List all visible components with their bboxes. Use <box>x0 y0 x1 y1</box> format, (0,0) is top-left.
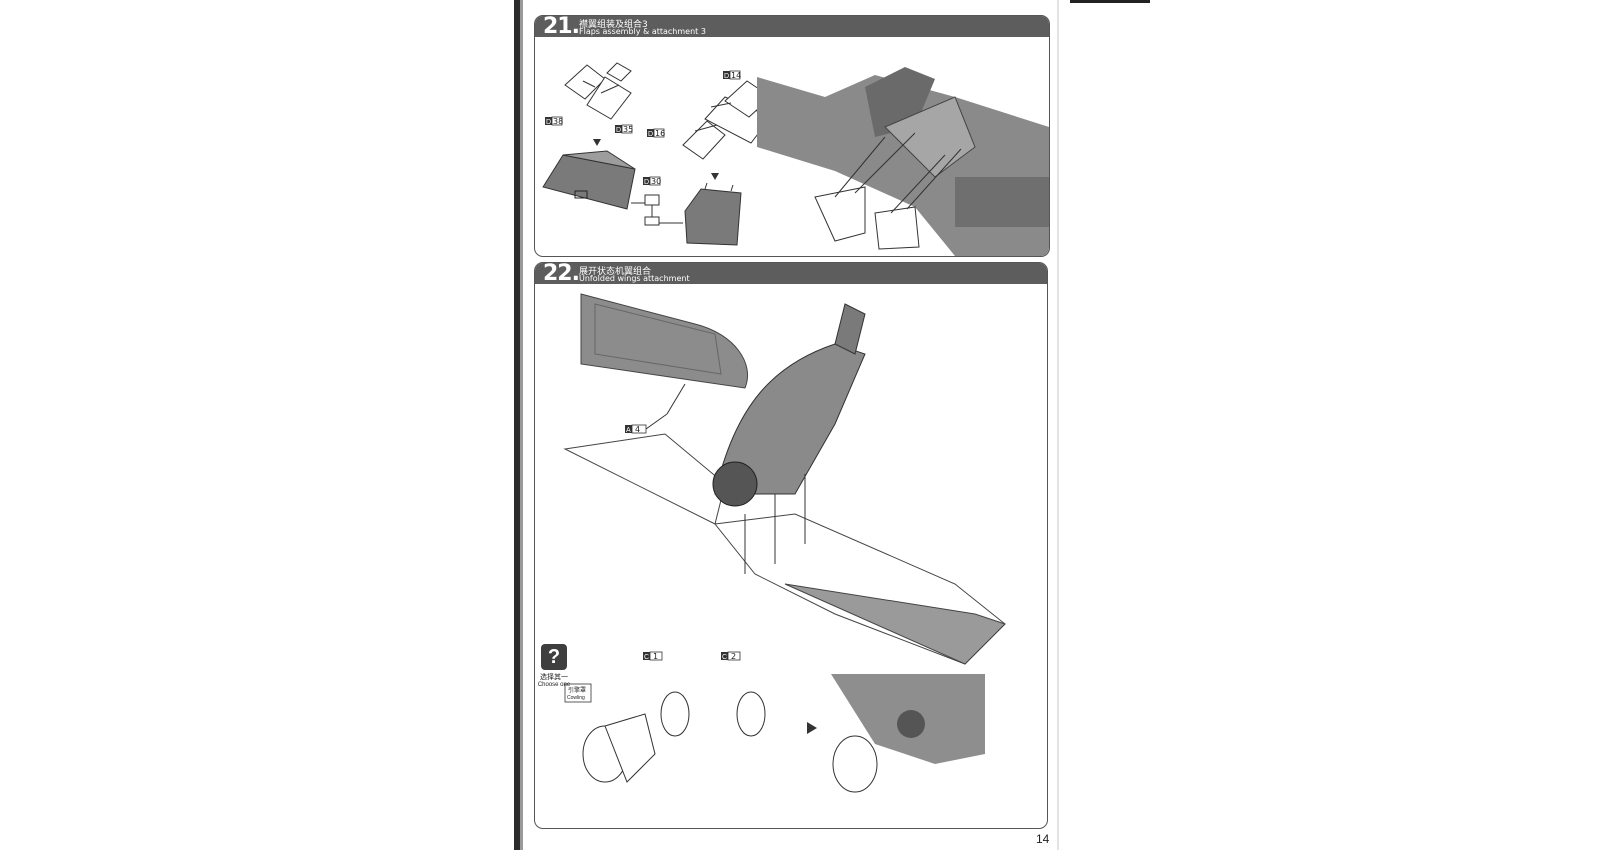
arrow-down-1 <box>593 139 601 146</box>
label-c2: C 2 <box>721 651 741 661</box>
label-d38: D 38 <box>545 116 563 126</box>
wing-closeup-flaps <box>757 67 1049 256</box>
choose-one-en: Choose one <box>537 682 571 688</box>
svg-text:C: C <box>722 654 727 661</box>
page-fold-line <box>1057 0 1059 850</box>
label-d14: D 14 <box>723 70 741 80</box>
svg-text:30: 30 <box>651 177 661 186</box>
assembled-flap-right <box>684 182 742 246</box>
svg-text:35: 35 <box>623 125 633 134</box>
label-d30: D 30 <box>643 176 661 186</box>
svg-text:D: D <box>724 73 729 80</box>
svg-text:C: C <box>644 654 649 661</box>
link-part-d30 <box>631 194 683 226</box>
label-d16: D 16 <box>647 128 665 138</box>
svg-text:D: D <box>616 127 621 134</box>
svg-text:14: 14 <box>731 71 741 80</box>
svg-text:16: 16 <box>655 129 665 138</box>
svg-text:2: 2 <box>731 652 736 661</box>
step-22-panel: 22. 展开状态机翼组合 Unfolded wings attachment A… <box>534 262 1048 829</box>
choose-one-cn: 选择其一 <box>540 673 568 681</box>
assembled-flap-left <box>542 150 636 210</box>
step-22-number: 22. <box>543 262 580 286</box>
svg-text:38: 38 <box>553 117 563 126</box>
svg-text:1: 1 <box>653 652 658 661</box>
scan-spine-edge <box>514 0 520 850</box>
cowling-detail <box>582 674 985 793</box>
step-22-title-en: Unfolded wings attachment <box>579 274 690 283</box>
svg-text:4: 4 <box>635 425 640 434</box>
step-21-title-en: Flaps assembly & attachment 3 <box>579 27 706 36</box>
step-22-illustration: A 4 C <box>563 293 1006 793</box>
choose-one-notice: ? 选择其一 Choose one <box>534 644 574 688</box>
flap-parts-d38-d35 <box>564 62 632 120</box>
svg-text:A: A <box>626 427 631 434</box>
aircraft-unfolded-wings <box>563 303 1006 665</box>
step-21-number: 21. <box>543 15 580 39</box>
scan-top-mark <box>1070 0 1150 3</box>
wingtip-closeup <box>580 293 749 415</box>
label-cowling: 引擎罩 Cowling <box>564 683 592 703</box>
svg-text:引擎罩: 引擎罩 <box>568 686 586 694</box>
step-21-title-cn: 襟翼组装及组合3 <box>579 20 648 30</box>
svg-text:Cowling: Cowling <box>567 695 585 701</box>
label-a4: A 4 <box>625 413 668 434</box>
svg-text:D: D <box>546 119 551 126</box>
step-21-panel: 21. 襟翼组装及组合3 Flaps assembly & attachment… <box>534 15 1050 257</box>
step-22-header: 22. 展开状态机翼组合 Unfolded wings attachment <box>535 262 1047 286</box>
svg-text:D: D <box>644 179 649 186</box>
step-21-header: 21. 襟翼组装及组合3 Flaps assembly & attachment… <box>535 15 1049 39</box>
label-d35: D 35 <box>615 124 633 134</box>
step-22-title-cn: 展开状态机翼组合 <box>579 267 652 277</box>
label-c1: C 1 <box>643 651 663 661</box>
step-21-illustration: D 38 D 35 D 30 <box>542 62 1049 256</box>
question-icon: ? <box>541 644 567 670</box>
arrow-down-2 <box>711 173 719 180</box>
scan-spine-shadow <box>520 0 523 850</box>
page-number: 14 <box>1036 832 1050 846</box>
svg-text:D: D <box>648 131 653 138</box>
